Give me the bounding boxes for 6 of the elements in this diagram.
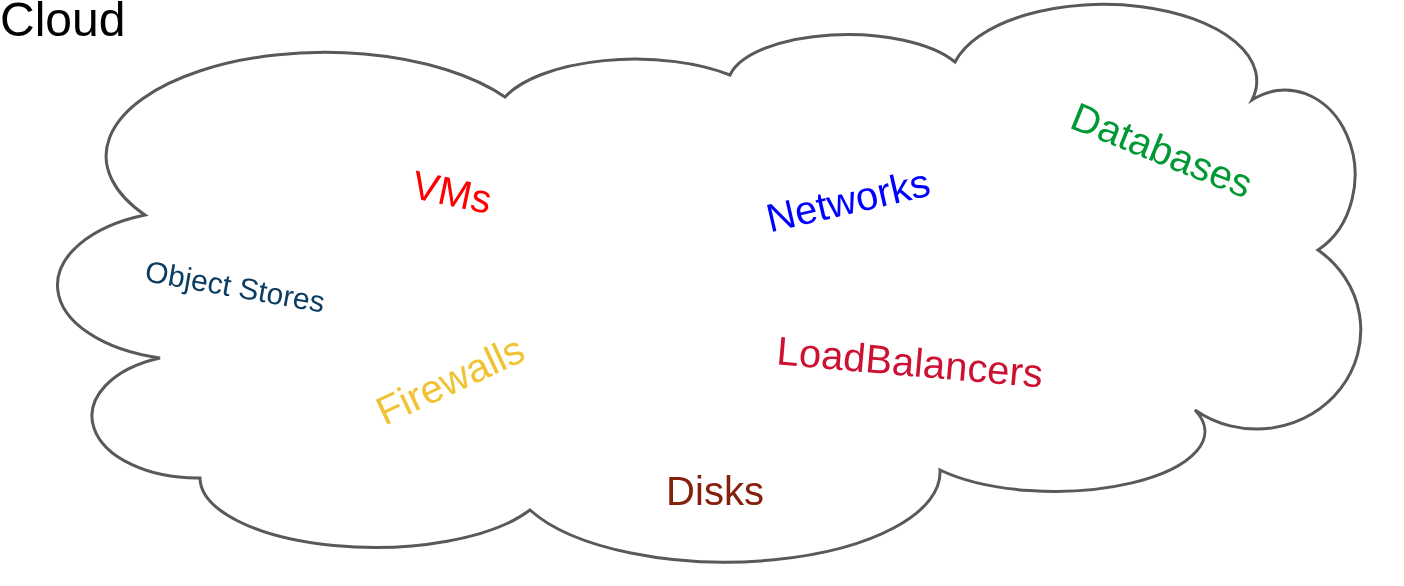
service-label: Networks	[762, 161, 934, 239]
service-label: VMs	[408, 164, 496, 220]
service-label: Object Stores	[142, 256, 328, 318]
cloud-title: Cloud	[0, 0, 126, 44]
service-label: Disks	[666, 471, 764, 511]
service-label: LoadBalancers	[775, 330, 1045, 394]
